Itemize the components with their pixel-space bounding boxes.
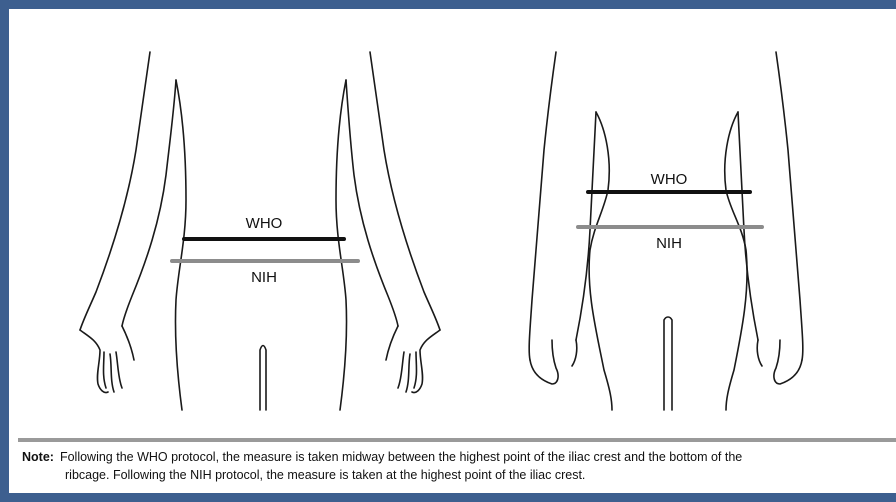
back-nih-label: NIH — [656, 235, 682, 252]
note-text: Note: Following the WHO protocol, the mea… — [22, 448, 882, 484]
front-who-label: WHO — [246, 215, 283, 232]
note-line-2: ribcage. Following the NIH protocol, the… — [22, 466, 882, 484]
back-left-body-contour — [589, 112, 612, 410]
back-left-arm-outer — [529, 52, 556, 360]
front-left-arm-outer — [80, 52, 150, 330]
front-left-torso-contour — [175, 80, 186, 410]
back-right-arm-outer — [776, 52, 803, 360]
front-crotch-line — [260, 346, 266, 411]
back-cleft-line — [664, 317, 672, 410]
waist-measurement-illustration: WHO NIH WHO NIH — [0, 0, 896, 440]
note-divider — [18, 438, 896, 442]
back-view-figure — [529, 52, 803, 410]
note-line-1: Note: Following the WHO protocol, the mea… — [22, 450, 742, 464]
back-right-hand — [757, 340, 802, 384]
front-right-arm-outer — [370, 52, 440, 330]
front-left-arm-inner — [122, 80, 176, 326]
back-right-body-contour — [725, 112, 747, 410]
note-line-1-text: Following the WHO protocol, the measure … — [60, 450, 742, 464]
back-who-label: WHO — [651, 171, 688, 188]
back-left-hand — [530, 340, 577, 384]
note-lead: Note: — [22, 450, 54, 464]
front-right-arm-inner — [346, 80, 398, 326]
front-right-hand — [386, 326, 440, 393]
front-right-torso-contour — [336, 80, 347, 410]
front-left-hand — [80, 326, 134, 393]
front-nih-label: NIH — [251, 269, 277, 286]
